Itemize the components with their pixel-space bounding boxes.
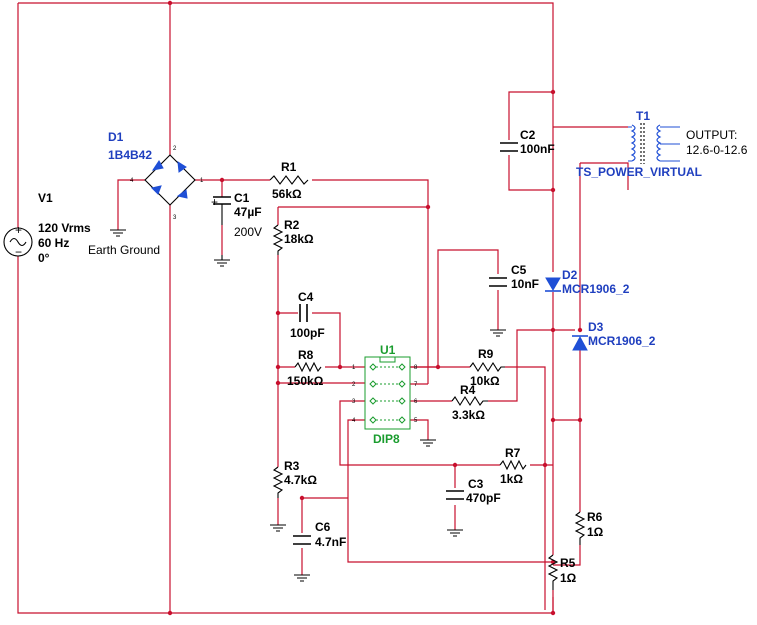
r8-resistor[interactable] (294, 361, 322, 373)
t1-transformer[interactable] (628, 123, 680, 164)
r7-value: 1kΩ (500, 472, 523, 486)
c1-value: 47µF (234, 205, 262, 219)
r6-resistor[interactable] (574, 511, 586, 545)
c5-ref: C5 (511, 263, 527, 277)
r1-ref: R1 (281, 160, 297, 174)
d3-scr[interactable] (572, 335, 588, 351)
c2-value: 100nF (520, 142, 555, 156)
v1-ref: V1 (38, 191, 53, 205)
r2-resistor[interactable] (272, 224, 284, 255)
c6-capacitor[interactable] (293, 535, 311, 582)
c1-rating: 200V (234, 225, 262, 239)
r1-resistor[interactable] (269, 175, 309, 185)
t1-part: TS_POWER_VIRTUAL (576, 165, 702, 179)
c4-ref: C4 (298, 290, 314, 304)
u1-ic[interactable]: 1 2 3 4 5 6 7 8 (352, 356, 418, 430)
d1-pin-4: 4 (130, 178, 134, 184)
r2-value: 18kΩ (284, 232, 314, 246)
c3-ref: C3 (468, 477, 484, 491)
u1-pin-4: 4 (352, 418, 356, 424)
c3-capacitor[interactable] (446, 490, 464, 537)
c1-ref: C1 (234, 191, 250, 205)
r8-ref: R8 (298, 348, 314, 362)
d1-pin-1: 1 (200, 178, 204, 184)
d2-ref: D2 (562, 268, 578, 282)
svg-text:+: + (15, 223, 22, 237)
r5-value: 1Ω (560, 571, 577, 585)
r3-ground (270, 524, 286, 532)
v1-voltage: 120 Vrms (38, 221, 91, 235)
d3-ref: D3 (588, 320, 604, 334)
r9-ref: R9 (478, 347, 494, 361)
r4-ref: R4 (460, 383, 476, 397)
r5-resistor[interactable] (547, 554, 559, 590)
r1-value: 56kΩ (272, 187, 302, 201)
r6-ref: R6 (587, 510, 603, 524)
r9-resistor[interactable] (469, 361, 505, 373)
d2-scr[interactable] (545, 277, 561, 292)
u1-ref: U1 (380, 343, 396, 357)
u1-pin-3: 3 (352, 399, 356, 405)
c1-capacitor[interactable] (213, 196, 231, 267)
d3-part: MCR1906_2 (588, 334, 656, 348)
svg-text:−: − (15, 245, 22, 259)
d1-ref: D1 (108, 130, 124, 144)
c1-polarity: + (211, 195, 218, 209)
earth-ground-symbol (110, 229, 126, 237)
r5-ref: R5 (560, 556, 576, 570)
c6-value: 4.7nF (315, 535, 346, 549)
r6-value: 1Ω (587, 525, 604, 539)
c3-value: 470pF (466, 491, 501, 505)
d1-pin-2: 2 (173, 146, 177, 152)
r3-resistor[interactable] (272, 466, 284, 498)
u1-pin-5: 5 (414, 418, 418, 424)
u1-pin-8: 8 (414, 365, 418, 371)
c5-value: 10nF (511, 277, 539, 291)
c4-capacitor[interactable] (299, 304, 308, 322)
u1-pin-2: 2 (352, 382, 356, 388)
t1-output-value: 12.6-0-12.6 (686, 143, 748, 157)
u1-pin-7: 7 (414, 382, 418, 388)
d1-part: 1B4B42 (108, 148, 152, 162)
d2-part: MCR1906_2 (562, 282, 630, 296)
v1-source[interactable]: + − (3, 223, 33, 259)
r7-ref: R7 (505, 446, 521, 460)
c2-capacitor[interactable] (500, 142, 518, 152)
u1-ground (420, 439, 436, 447)
wires (17, 2, 629, 614)
r3-ref: R3 (284, 459, 300, 473)
r8-value: 150kΩ (287, 374, 324, 388)
v1-frequency: 60 Hz (38, 236, 69, 250)
c5-capacitor[interactable] (489, 277, 507, 337)
r4-value: 3.3kΩ (452, 408, 485, 422)
t1-ref: T1 (636, 109, 650, 123)
t1-output-label: OUTPUT: (686, 128, 737, 142)
u1-pin-1: 1 (352, 365, 356, 371)
r4-resistor[interactable] (451, 395, 488, 407)
v1-phase: 0° (38, 251, 50, 265)
earth-ground-label: Earth Ground (88, 243, 160, 257)
r2-ref: R2 (284, 218, 300, 232)
junctions (167, 0, 583, 616)
u1-pin-6: 6 (414, 399, 418, 405)
u1-package: DIP8 (373, 432, 400, 446)
c4-value: 100pF (290, 326, 325, 340)
r3-value: 4.7kΩ (284, 473, 317, 487)
r9-value: 10kΩ (470, 374, 500, 388)
r7-resistor[interactable] (499, 459, 527, 471)
c6-ref: C6 (315, 520, 331, 534)
c2-ref: C2 (520, 128, 536, 142)
d1-bridge-rectifier[interactable]: 2 4 1 3 (130, 146, 204, 221)
d1-pin-3: 3 (173, 215, 177, 221)
